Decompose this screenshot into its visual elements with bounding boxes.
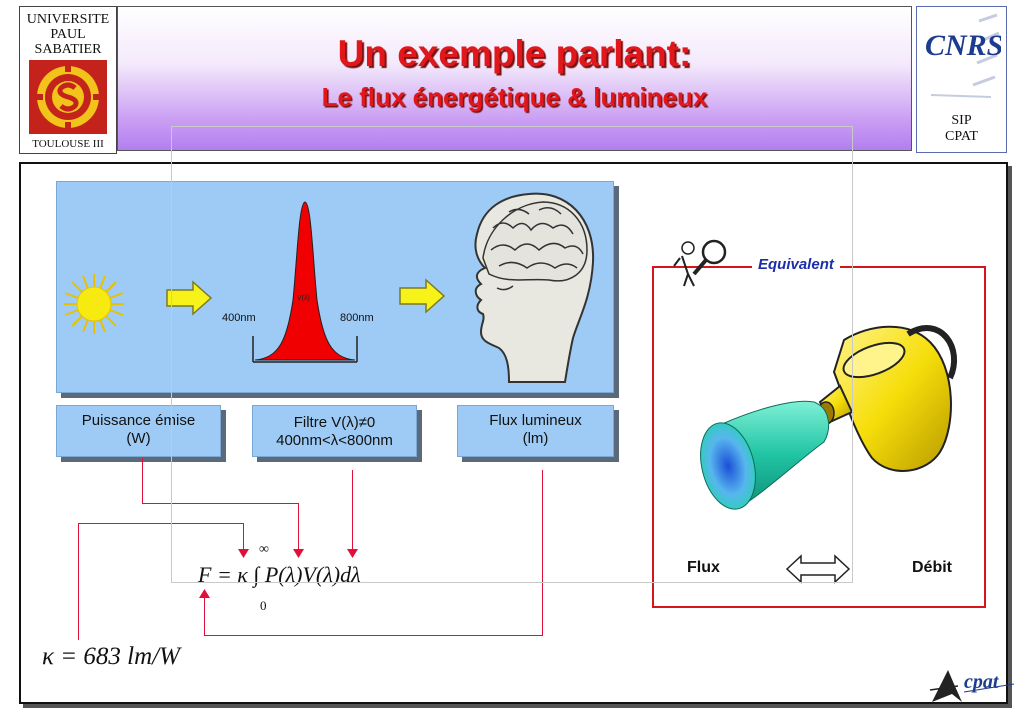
filter-range: 400nm<λ<800nm: [276, 432, 393, 449]
integral-lower-limit: 0: [260, 598, 267, 613]
luminous-flux-label: Flux lumineux: [489, 412, 582, 429]
integral-upper-limit: ∞: [259, 542, 269, 557]
university-line-1: UNIVERSITE: [26, 12, 110, 27]
double-arrow-icon: [785, 554, 851, 584]
arrow-down-icon: [347, 549, 358, 558]
cnrs-logo-text: CNRS: [925, 29, 1001, 62]
sun-icon: [64, 274, 124, 334]
kappa-constant: κ = 683 lm/W: [42, 643, 180, 670]
cpat-logo-text: cpat: [964, 671, 1000, 693]
connector-line: [298, 503, 299, 551]
university-emblem-icon: [29, 60, 107, 134]
connector-line: [542, 470, 543, 636]
equivalent-title: Equivalent: [752, 256, 840, 273]
page-subtitle: Le flux énergétique & lumineux: [321, 82, 708, 112]
luminous-flux-unit: (lm): [522, 430, 549, 447]
watering-can-icon: [700, 325, 958, 510]
university-line-4: TOULOUSE III: [32, 138, 104, 150]
debit-label: Débit: [912, 559, 952, 576]
arrow-down-icon: [293, 549, 304, 558]
connector-line: [204, 635, 543, 636]
cpat-logo-icon: cpat: [929, 670, 1015, 702]
university-line-3: SABATIER: [34, 42, 102, 57]
spectrum-left-label: 400nm: [222, 312, 256, 324]
filter-label: Filtre V(λ)≠0: [293, 414, 376, 431]
university-line-2: PAUL: [50, 27, 86, 42]
connector-line: [142, 503, 299, 504]
arrow-up-icon: [199, 589, 210, 598]
selection-overlay: [171, 126, 853, 583]
spectrum-right-label: 800nm: [340, 312, 374, 324]
arrow-down-icon: [238, 549, 249, 558]
connector-line: [352, 470, 353, 551]
human-head-icon: [474, 192, 595, 383]
cnrs-logo-icon: CNRS: [925, 13, 1001, 98]
light-path-panel: V(λ) 400nm 800nm: [56, 181, 614, 393]
spectrum-peak-label: V(λ): [297, 295, 310, 302]
detective-magnifier-icon: [673, 239, 727, 287]
page-title: Un exemple parlant:: [337, 33, 692, 74]
spectrum-curve-icon: V(λ): [252, 201, 358, 363]
flux-label: Flux: [687, 559, 720, 576]
connector-line: [204, 596, 205, 636]
emitted-power-box: Puissance émise (W): [56, 405, 221, 457]
sip-line-2: CPAT: [945, 129, 978, 144]
cnrs-logo-box: CNRS SIP CPAT: [916, 6, 1007, 153]
university-logo: UNIVERSITE PAUL SABATIER TOULOUSE III: [19, 6, 117, 154]
luminous-flux-box: Flux lumineux (lm): [457, 405, 614, 457]
arrow-right-icon-2: [399, 278, 446, 314]
connector-line: [78, 523, 244, 524]
connector-line: [142, 458, 143, 504]
emitted-power-label: Puissance émise: [81, 412, 196, 429]
connector-line: [78, 523, 79, 640]
sip-line-1: SIP: [951, 113, 972, 128]
emitted-power-unit: (W): [126, 430, 151, 447]
filter-box: Filtre V(λ)≠0 400nm<λ<800nm: [252, 405, 417, 457]
connector-line: [243, 523, 244, 551]
